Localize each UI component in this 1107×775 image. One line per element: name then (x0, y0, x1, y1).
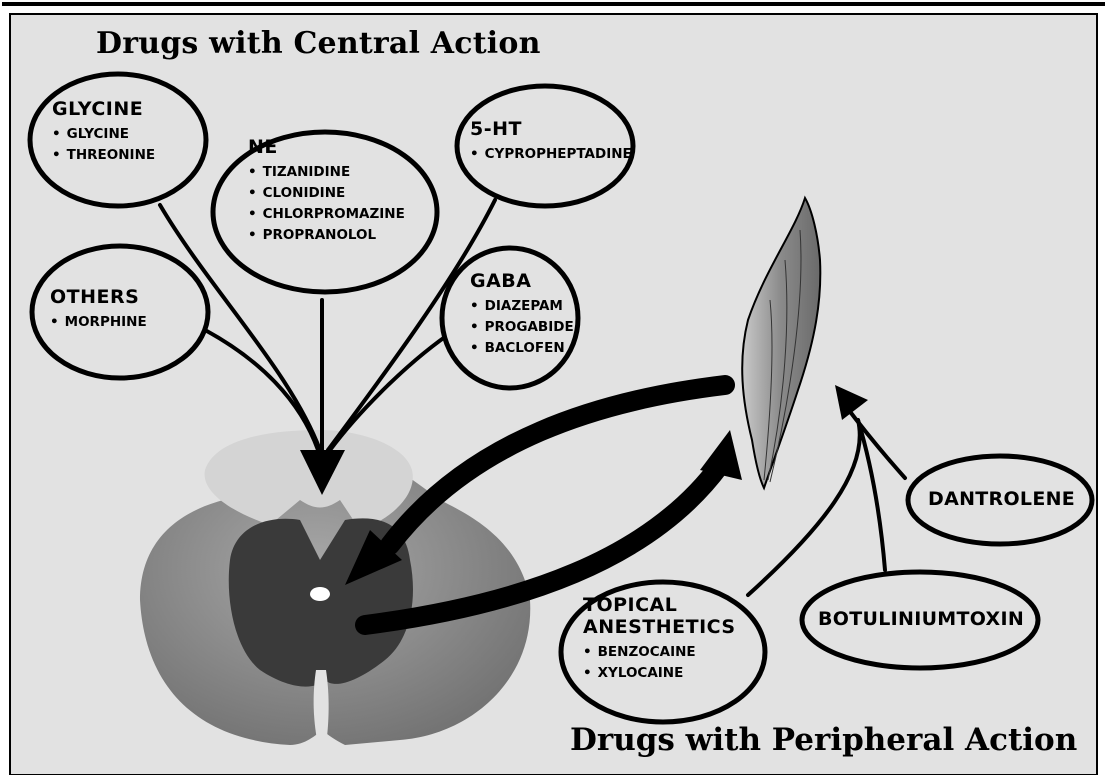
group-gaba: GABA DIAZEPAM PROGABIDE BACLOFEN (470, 270, 574, 359)
drug-progabide: PROGABIDE (470, 317, 574, 338)
group-others-heading: OTHERS (50, 286, 147, 308)
group-5ht-heading: 5-HT (470, 118, 632, 140)
drug-morphine: MORPHINE (50, 312, 147, 333)
drug-threonine: THREONINE (52, 145, 155, 166)
group-ne-heading: NE (248, 136, 405, 158)
group-others: OTHERS MORPHINE (50, 286, 147, 333)
drug-propranolol: PROPRANOLOL (248, 225, 405, 246)
drug-cyproheptadine: CYPROPHEPTADINE (470, 144, 632, 165)
group-topical-heading-line1: TOPICAL (583, 594, 736, 616)
drug-chlorpromazine: CHLORPROMAZINE (248, 204, 405, 225)
drug-tizanidine: TIZANIDINE (248, 162, 405, 183)
group-topical-heading-line2: ANESTHETICS (583, 616, 736, 638)
drug-dantrolene: DANTROLENE (928, 488, 1075, 510)
group-gaba-heading: GABA (470, 270, 574, 292)
group-5ht: 5-HT CYPROPHEPTADINE (470, 118, 632, 165)
group-topical-anesthetics: TOPICAL ANESTHETICS BENZOCAINE XYLOCAINE (583, 594, 736, 684)
drug-benzocaine: BENZOCAINE (583, 642, 736, 663)
drug-glycine: GLYCINE (52, 124, 155, 145)
drug-diazepam: DIAZEPAM (470, 296, 574, 317)
group-glycine-heading: GLYCINE (52, 98, 155, 120)
title-central-action: Drugs with Central Action (96, 26, 541, 61)
drug-baclofen: BACLOFEN (470, 338, 574, 359)
title-peripheral-action: Drugs with Peripheral Action (570, 722, 1077, 758)
group-ne: NE TIZANIDINE CLONIDINE CHLORPROMAZINE P… (248, 136, 405, 246)
group-glycine: GLYCINE GLYCINE THREONINE (52, 98, 155, 166)
drug-xylocaine: XYLOCAINE (583, 663, 736, 684)
drug-clonidine: CLONIDINE (248, 183, 405, 204)
drug-botulinum-toxin: BOTULINIUMTOXIN (818, 608, 1024, 630)
